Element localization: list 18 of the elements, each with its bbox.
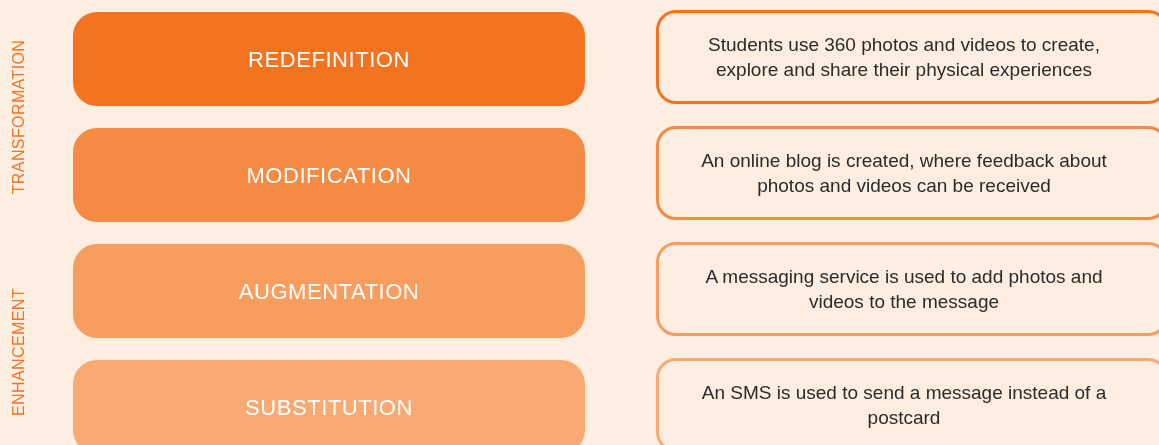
example-text: A messaging service is used to add photos and videos to the message <box>704 265 1104 314</box>
example-box <box>656 242 1159 336</box>
example-text: An SMS is used to send a message instead of a postcard <box>700 381 1108 430</box>
level-box <box>73 360 585 445</box>
level-box <box>73 244 585 338</box>
level-box <box>73 12 585 106</box>
example-box <box>656 126 1159 220</box>
example-text: An online blog is created, where feedback about photos and videos can be received <box>700 149 1108 198</box>
level-title: MODIFICATION <box>246 161 412 190</box>
category-label: TRANSFORMATION <box>9 39 28 195</box>
level-title: REDEFINITION <box>248 45 410 74</box>
level-title: SUBSTITUTION <box>245 393 413 422</box>
example-box <box>656 358 1159 445</box>
level-box <box>73 128 585 222</box>
level-title: AUGMENTATION <box>238 277 420 306</box>
example-box <box>656 10 1159 104</box>
category-label: ENHANCEMENT <box>9 288 28 416</box>
example-text: Students use 360 photos and videos to create, explore and share their physical experiences <box>707 33 1101 82</box>
